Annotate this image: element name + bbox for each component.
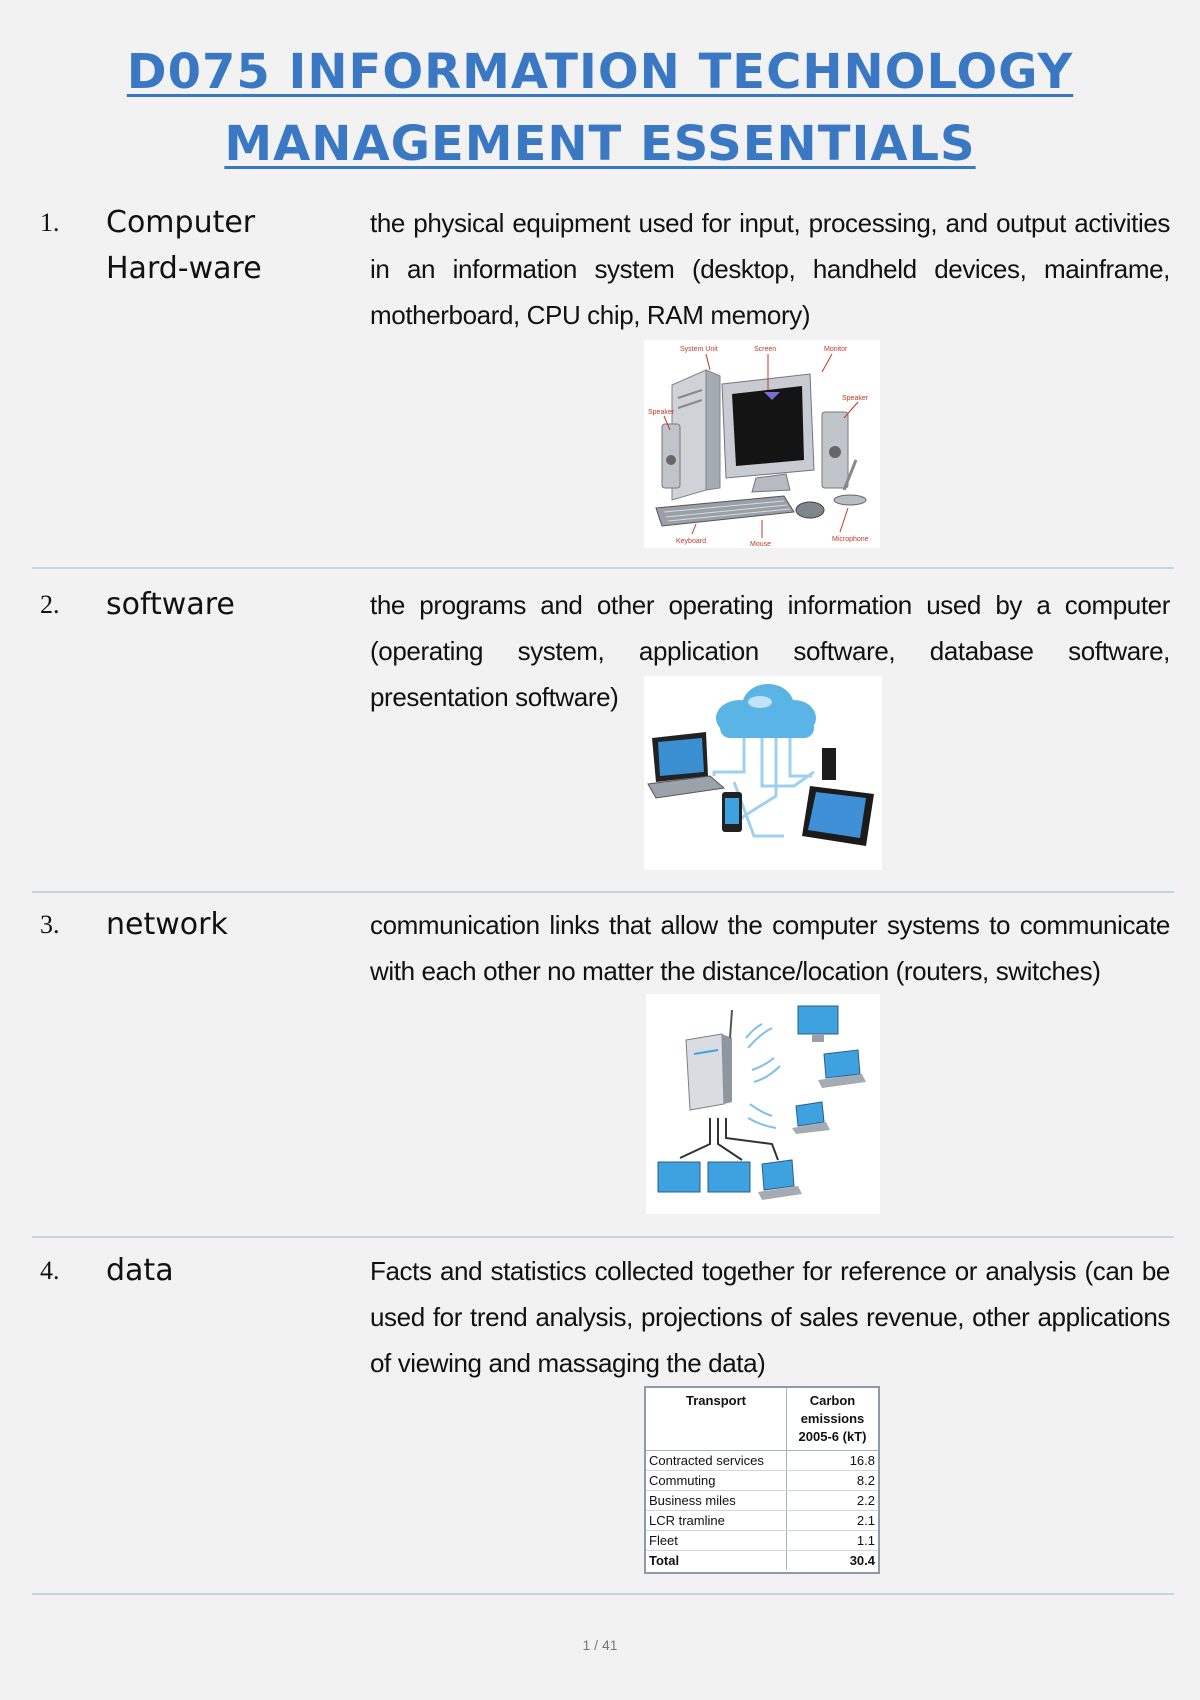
table-row: Fleet 1.1 [646,1530,878,1551]
table-cell: 2.2 [786,1490,878,1511]
table-row: LCR tramline 2.1 [646,1510,878,1531]
section-divider [32,567,1174,569]
table-cell: Business miles [646,1490,787,1511]
entry-definition: the physical equipment used for input, p… [370,208,1170,330]
entry-definition: the programs and other operating informa… [370,590,1170,712]
section-divider [32,891,1174,893]
title-line-2: MANAGEMENT ESSENTIALS [224,116,976,172]
table-total-row: Total 30.4 [646,1550,878,1570]
table-cell: 30.4 [849,1553,875,1568]
entry-number: 2. [40,590,60,619]
entry-term: data [106,1253,174,1288]
entry-number: 1. [40,208,60,237]
page-number: 1 / 41 [582,1637,618,1653]
label-screen: Screen [754,346,776,353]
entry-number: 3. [40,910,60,939]
cloud-devices-illustration [644,676,882,870]
label-speaker-left: Speaker [648,409,675,416]
table-cell: 2.1 [786,1510,878,1531]
table-row: Contracted services 16.8 [646,1450,878,1471]
label-monitor: Monitor [824,346,848,353]
table-cell: Total [646,1550,787,1570]
table-cell: 1.1 [786,1530,878,1551]
entry-term: Computer Hard-ware [106,205,262,286]
entry-term: network [106,907,228,942]
label-mouse: Mouse [750,541,771,548]
table-cell: Contracted services [646,1450,787,1471]
label-microphone: Microphone [832,536,869,543]
section-divider [32,1236,1174,1238]
table-row: Business miles 2.2 [646,1490,878,1511]
label-system-unit: System Unit [680,346,718,353]
label-keyboard: Keyboard [676,538,706,545]
computer-hardware-illustration: System Unit Screen Monitor Speaker Speak… [644,340,880,548]
table-cell: Commuting [646,1470,787,1491]
network-illustration [646,994,880,1214]
table-header-transport: Transport [646,1388,787,1451]
table-cell: Fleet [646,1530,787,1551]
table-row: Commuting 8.2 [646,1470,878,1491]
carbon-emissions-table: Transport Carbon emissions 2005-6 (kT) C… [644,1386,880,1574]
entry-number: 4. [40,1256,60,1285]
table-cell: 8.2 [786,1470,878,1491]
table-cell: LCR tramline [646,1510,787,1531]
label-speaker-right: Speaker [842,395,869,402]
table-header-emissions: Carbon emissions 2005-6 (kT) [786,1388,878,1451]
table-cell: 16.8 [786,1450,878,1471]
section-divider [32,1593,1174,1595]
page-title: D075 INFORMATION TECHNOLOGY MANAGEMENT E… [0,36,1200,180]
entry-definition: communication links that allow the compu… [370,910,1170,986]
entry-term: software [106,587,235,622]
entry-definition: Facts and statistics collected together … [370,1256,1170,1378]
title-line-1: D075 INFORMATION TECHNOLOGY [126,44,1074,100]
